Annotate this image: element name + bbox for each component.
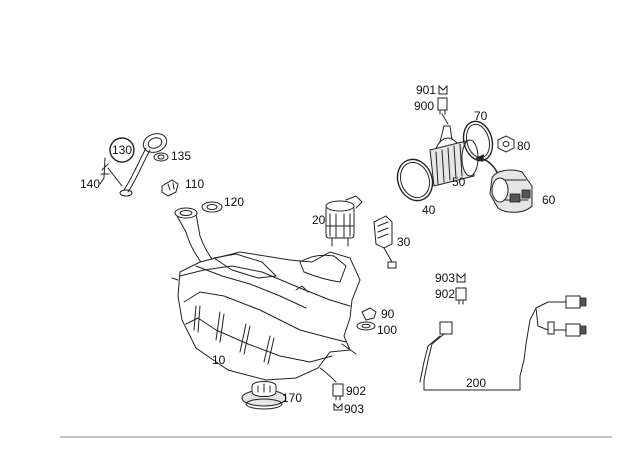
label-902-bottom: 902 (346, 384, 366, 398)
label-902-right: 902 (435, 287, 455, 301)
label-40: 40 (422, 203, 436, 217)
clip-90 (361, 307, 377, 321)
label-903-bottom: 903 (344, 402, 364, 416)
fuel-tank-10 (171, 207, 361, 381)
pump-60 (489, 169, 533, 213)
nut-80 (497, 135, 515, 153)
direction-arrow (475, 154, 499, 175)
label-70: 70 (474, 109, 488, 123)
label-100: 100 (377, 323, 397, 337)
label-50: 50 (452, 175, 466, 189)
label-130: 130 (112, 143, 132, 157)
label-170: 170 (282, 391, 302, 405)
label-900: 900 (414, 99, 434, 113)
label-30: 30 (397, 235, 411, 249)
label-10: 10 (212, 353, 226, 367)
label-901: 901 (416, 83, 436, 97)
pin-903-right (456, 272, 466, 283)
label-90: 90 (381, 307, 395, 321)
level-sender-30 (373, 215, 397, 269)
filler-cap-assembly (99, 133, 169, 197)
label-60: 60 (542, 193, 556, 207)
label-110: 110 (185, 177, 204, 191)
connector-900 (437, 97, 449, 125)
washer-100 (356, 321, 376, 331)
label-140: 140 (80, 177, 100, 191)
pin-903-bottom (333, 402, 343, 411)
label-120: 120 (224, 195, 244, 209)
label-80: 80 (517, 139, 531, 153)
label-135: 135 (171, 149, 191, 163)
cover-170 (241, 381, 287, 410)
seal-ring-120 (201, 201, 223, 213)
flange-unit-50 (429, 125, 479, 187)
pin-901 (438, 84, 448, 95)
clip-110 (161, 179, 179, 197)
callout-circle-130 (109, 137, 135, 163)
pump-module-20 (325, 195, 363, 247)
label-200: 200 (466, 376, 486, 390)
label-903-right: 903 (435, 271, 455, 285)
o-ring-40 (396, 158, 434, 202)
wiring-harness-200 (419, 295, 587, 391)
connector-902-bottom (319, 367, 344, 401)
connector-902-right (455, 287, 467, 305)
label-20: 20 (312, 213, 326, 227)
